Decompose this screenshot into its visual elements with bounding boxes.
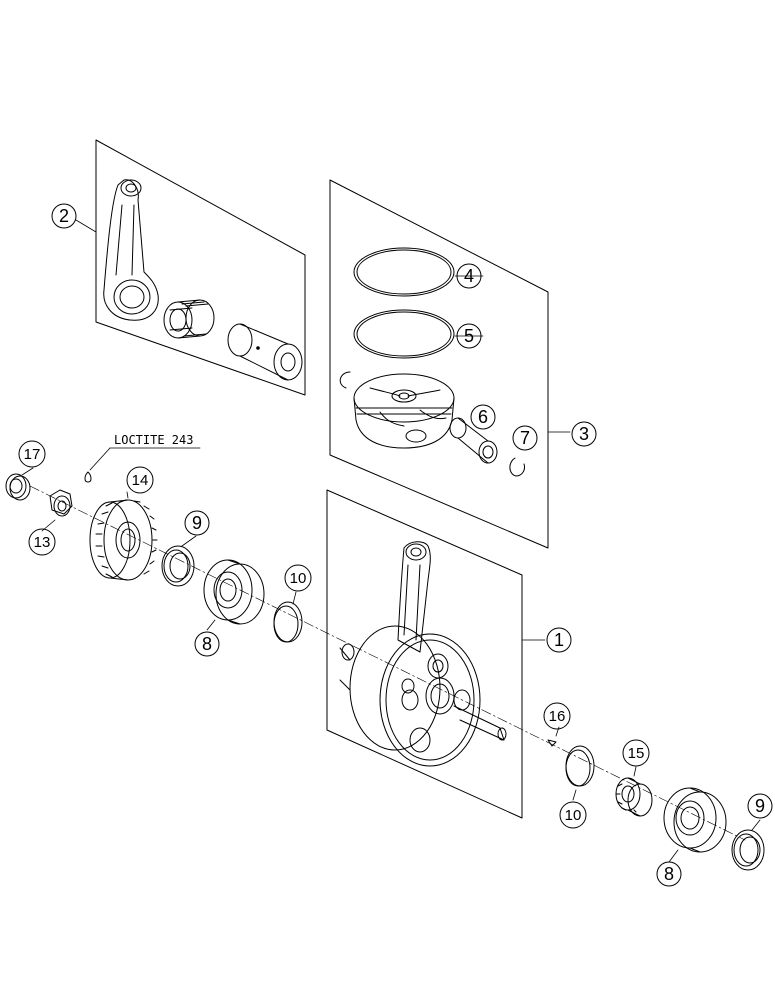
woodruff-key [547,739,557,747]
callout-circle-17 [18,440,46,468]
crankshaft [339,625,507,767]
callout-circle-16 [543,702,571,730]
circlip-left [339,371,351,389]
loctite-drop-icon [84,471,92,483]
shaft-seal-left [161,545,195,587]
callout-circle-9b [747,793,773,819]
callout-4: 4 [464,266,474,286]
piston-group-panel [329,179,549,549]
callout-8b: 8 [664,864,674,884]
callout-10a: 10 [290,570,307,587]
loctite-note: LOCTITE 243 [114,433,193,447]
callout-circle-5 [456,323,482,349]
callout-7: 7 [520,428,530,448]
callout-circle-13 [28,528,56,556]
callout-circle-1 [546,627,572,653]
callout-circle-14 [126,466,154,494]
crank-pin [227,323,303,381]
callout-9a: 9 [192,513,202,533]
main-bearing-right [663,787,727,853]
needle-bearing [163,299,215,339]
callout-circle-8a [194,631,220,657]
conrod-group-panel [95,139,306,396]
callout-13: 13 [34,534,51,551]
callout-16: 16 [549,708,566,725]
callout-circle-6 [470,404,496,430]
callout-circle-3 [571,421,597,447]
shim-right [565,745,595,787]
callout-17: 17 [24,446,41,463]
callout-circle-10a [284,564,312,592]
callout-6: 6 [478,407,488,427]
callout-10b: 10 [565,807,582,824]
callout-5: 5 [464,326,474,346]
callout-circle-10b [559,801,587,829]
callout-9b: 9 [755,796,765,816]
shim-left [273,601,303,643]
piston [353,373,455,449]
washer [5,473,31,501]
crank-axis-line [29,485,746,841]
crankshaft-conrod [397,541,431,653]
shaft-seal-right [731,829,765,871]
callout-1: 1 [554,630,564,650]
callout-circle-9a [184,510,210,536]
main-bearing-left [203,559,265,625]
callout-circle-15 [622,739,650,767]
callout-8a: 8 [202,634,212,654]
piston-pin [449,417,498,464]
crankshaft-group-panel [326,489,523,819]
crank-nut [49,489,73,517]
connecting-rod [103,179,159,321]
callout-15: 15 [628,745,645,762]
callout-circle-4 [456,263,482,289]
callout-circle-8b [656,861,682,887]
circlip-right [509,457,525,477]
callout-circle-2 [51,203,77,229]
callout-14: 14 [132,472,149,489]
callout-2: 2 [59,206,69,226]
piston-ring-top [353,247,455,297]
callout-circle-7 [512,425,538,451]
primary-gear [89,499,158,581]
callout-3: 3 [579,424,589,444]
piston-ring-second [353,309,455,359]
crank-gear-small [615,777,653,817]
